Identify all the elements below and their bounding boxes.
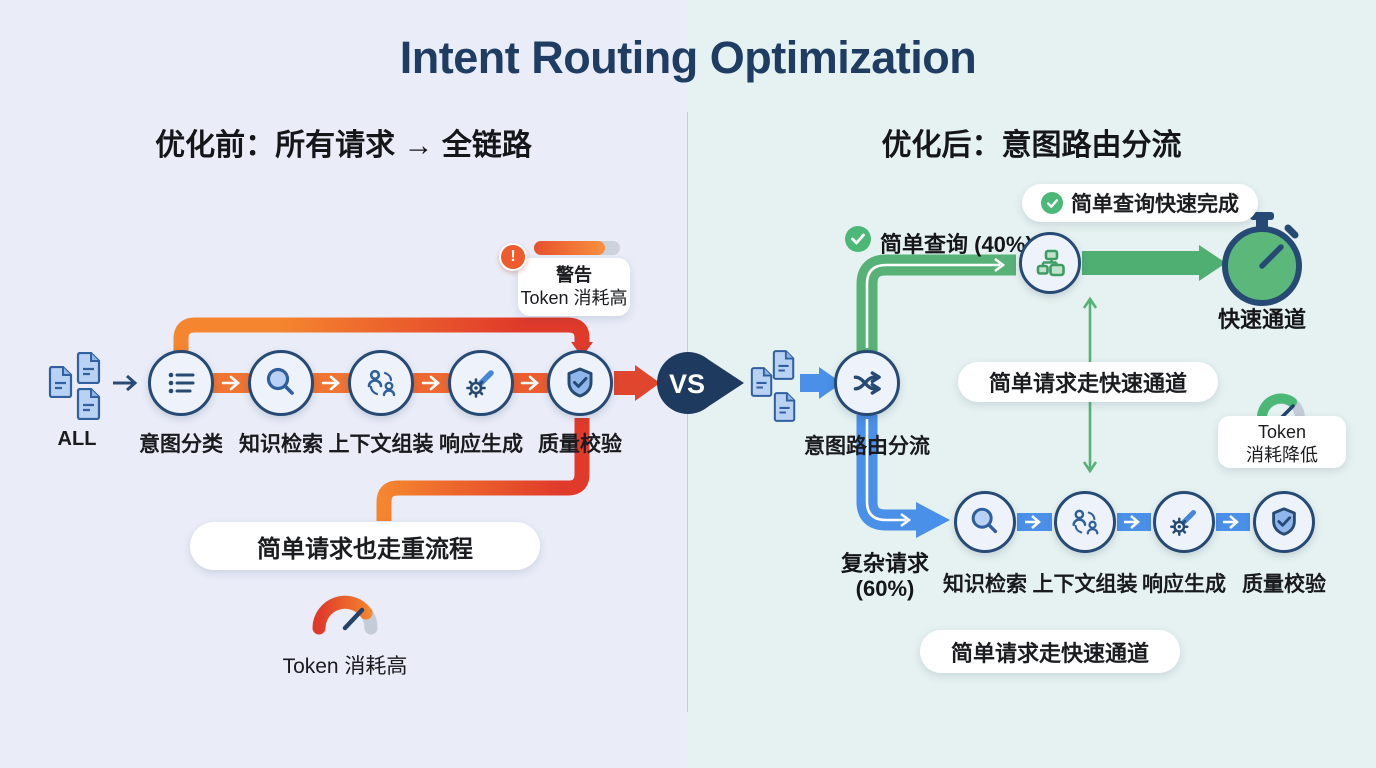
document-icon [48,366,73,398]
gear-wrench-icon [1170,509,1197,536]
node-context-assembly [348,350,414,416]
node-response-generation [448,350,514,416]
node-context-assembly [1054,491,1116,553]
mid-note-text: 简单请求走快速通道 [988,371,1187,396]
warning-title: 警告 [556,265,592,285]
fast-output-arrow [1082,245,1226,281]
docs-to-pipeline-arrow [113,374,138,392]
people-exchange-icon [367,369,396,397]
node-label: 质量校验 [1242,573,1326,596]
document-icon [750,367,773,397]
node-label: 上下文组装 [1032,573,1138,596]
docs-to-router-arrow [800,367,842,399]
node-label: 响应生成 [439,433,523,456]
slow-branch-label-2: (60%) [855,576,915,601]
token-low-card: Token 消耗降低 [1218,416,1346,468]
check-icon [1041,192,1063,214]
shield-check-icon [567,367,593,398]
node-intent-router [834,350,900,416]
before-output-arrow [614,365,660,401]
node-quality-check [547,350,613,416]
token-low-line2: 消耗降低 [1246,445,1318,465]
before-heading: 优化前：所有请求 → 全链路 [155,129,532,162]
node-label: 响应生成 [1142,573,1226,596]
people-exchange-icon [1072,509,1099,535]
before-docs-cluster [48,348,112,424]
bottom-note-text: 简单请求走快速通道 [950,640,1149,666]
warning-subtitle: Token 消耗高 [520,288,628,308]
node-response-generation [1153,491,1215,553]
stopwatch-icon [1222,212,1302,306]
page-title: Intent Routing Optimization [399,32,977,83]
bypass-path-arrow [173,317,593,357]
document-icon [76,352,101,384]
node-fast-handler [1019,232,1081,294]
fast-branch-path [856,254,1016,352]
node-label: 质量校验 [538,433,622,456]
node-label: 上下文组装 [328,433,434,456]
shuffle-icon [853,371,881,395]
node-knowledge-retrieval [954,491,1016,553]
document-icon [772,350,795,380]
document-icon [773,392,796,422]
slow-branch-label-1: 复杂请求 [840,551,929,576]
after-docs-cluster [750,348,814,424]
shield-check-icon [1272,507,1296,536]
token-high-label: Token 消耗高 [282,655,408,678]
bottom-note-pill: 简单请求走快速通道 [920,630,1180,673]
vs-badge: VS [657,352,744,414]
search-icon [971,507,998,534]
fast-channel-label: 快速通道 [1217,307,1306,332]
node-label: 知识检索 [943,573,1027,596]
token-low-line1: Token [1257,422,1307,442]
mid-note-pill: 简单请求走快速通道 [958,362,1218,402]
vs-label: VS [669,369,705,399]
fast-branch-label: 简单查询 (40%) [880,232,1033,257]
heavy-flow-note-text: 简单请求也走重流程 [257,535,473,563]
token-warning-card: 警告 Token 消耗高 [518,258,630,316]
search-icon [266,367,294,395]
after-pipeline-connectors [1017,513,1250,531]
warning-icon: ! [499,243,527,271]
router-label: 意图路由分流 [804,435,930,458]
sitemap-icon [1036,249,1065,277]
slow-branch-path [856,415,950,538]
token-usage-bar [534,241,620,255]
gear-wrench-icon [466,370,494,398]
document-icon [76,388,101,420]
node-intent-classify [148,350,214,416]
node-label: 知识检索 [239,433,323,456]
before-pipeline-connectors [205,373,556,393]
node-label: 意图分类 [139,433,223,456]
check-icon [845,226,871,252]
all-requests-label: ALL [57,428,97,450]
node-knowledge-retrieval [248,350,314,416]
heavy-flow-note-pill: 简单请求也走重流程 [190,522,540,570]
token-high-gauge-icon [312,595,378,635]
node-quality-check [1253,491,1315,553]
warning-mark: ! [510,248,516,265]
after-heading: 优化后：意图路由分流 [881,129,1182,162]
fast-done-text: 简单查询快速完成 [1071,193,1239,216]
list-icon [168,372,195,394]
heavy-flow-return-path [376,418,590,521]
fast-done-pill: 简单查询快速完成 [1022,184,1258,222]
